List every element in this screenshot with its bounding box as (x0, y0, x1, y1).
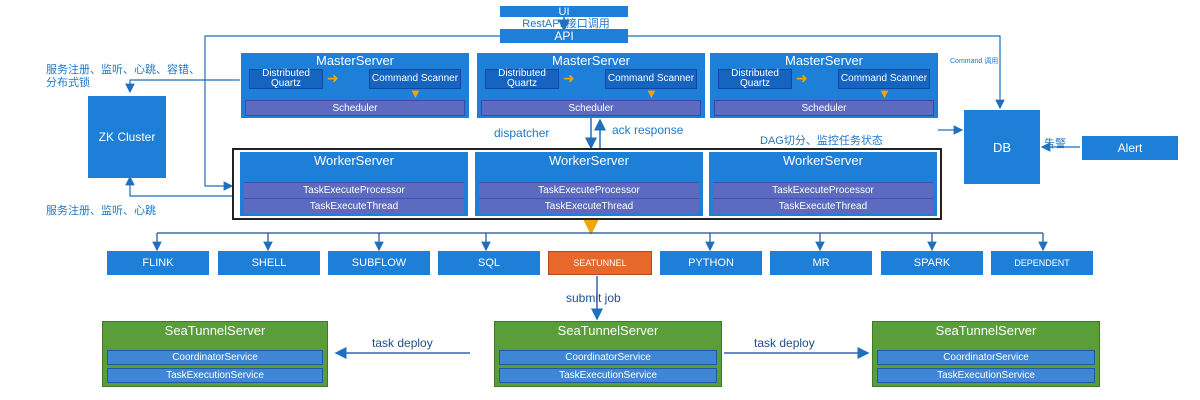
task-execute-thread: TaskExecuteThread (244, 198, 464, 214)
worker-server-title: WorkerServer (783, 153, 863, 168)
task-execute-processor: TaskExecuteProcessor (713, 182, 933, 198)
db-label: DB (992, 139, 1012, 155)
seatunnel-server-title: SeaTunnelServer (557, 323, 659, 338)
arrow-down-icon: ▼ (645, 86, 658, 101)
task-execute-processor: TaskExecuteProcessor (244, 182, 464, 198)
alarm-label: 告警 (1044, 138, 1066, 150)
distributed-quartz: Distributed Quartz (485, 69, 559, 89)
coordinator-service: CoordinatorService (499, 350, 717, 365)
seatunnel-server-title: SeaTunnelServer (164, 323, 266, 338)
distributed-quartz: Distributed Quartz (249, 69, 323, 89)
arrow-down-icon: ▼ (878, 86, 891, 101)
distributed-quartz: Distributed Quartz (718, 69, 792, 89)
alert-box: Alert (1082, 136, 1178, 160)
restapi-label: RestAPI/接口调用 (522, 18, 610, 30)
worker-server-1: WorkerServer TaskExecuteProcessor TaskEx… (240, 152, 468, 216)
submit-job-label: submit job (566, 291, 621, 305)
task-execution-service: TaskExecutionService (499, 368, 717, 383)
zk-cluster-label: ZK Cluster (98, 130, 156, 144)
api-label: API (554, 29, 574, 43)
task-deploy-label-right: task deploy (754, 336, 815, 350)
master-server-title: MasterServer (784, 53, 864, 68)
master-server-2: MasterServer Distributed Quartz ➜ Comman… (477, 53, 705, 118)
task-spark: SPARK (881, 251, 983, 275)
scheduler: Scheduler (714, 100, 934, 116)
ack-label: ack response (612, 123, 684, 137)
zk-note-top: 服务注册、监听、心跳、容错、分布式锁 (46, 64, 200, 89)
task-execute-processor: TaskExecuteProcessor (479, 182, 699, 198)
master-server-1: MasterServer Distributed Quartz ➜ Comman… (241, 53, 469, 118)
scheduler: Scheduler (245, 100, 465, 116)
master-server-3: MasterServer Distributed Quartz ➜ Comman… (710, 53, 938, 118)
worker-server-3: WorkerServer TaskExecuteProcessor TaskEx… (709, 152, 937, 216)
arrow-right-icon: ➜ (796, 70, 808, 86)
arrow-right-icon: ➜ (563, 70, 575, 86)
db-box: DB (964, 110, 1040, 184)
command-scanner: Command Scanner (838, 69, 930, 89)
worker-server-2: WorkerServer TaskExecuteProcessor TaskEx… (475, 152, 703, 216)
task-deploy-label-left: task deploy (372, 336, 433, 350)
command-note: Command 调用 (950, 58, 999, 65)
task-python: PYTHON (660, 251, 762, 275)
task-dependent: DEPENDENT (991, 251, 1093, 275)
coordinator-service: CoordinatorService (107, 350, 323, 365)
command-scanner: Command Scanner (369, 69, 461, 89)
worker-server-title: WorkerServer (549, 153, 629, 168)
zk-note-bottom: 服务注册、监听、心跳 (46, 205, 156, 217)
task-subflow: SUBFLOW (328, 251, 430, 275)
arrow-down-icon: ▼ (409, 86, 422, 101)
task-flink: FLINK (107, 251, 209, 275)
dag-label: DAG切分、监控任务状态 (760, 135, 883, 147)
task-execution-service: TaskExecutionService (877, 368, 1095, 383)
task-shell: SHELL (218, 251, 320, 275)
zk-cluster-box: ZK Cluster (88, 96, 166, 178)
task-sql: SQL (438, 251, 540, 275)
ui-label: UI (558, 5, 570, 18)
task-execution-service: TaskExecutionService (107, 368, 323, 383)
seatunnel-server-3: SeaTunnelServer CoordinatorService TaskE… (872, 321, 1100, 387)
task-mr: MR (770, 251, 872, 275)
worker-server-title: WorkerServer (314, 153, 394, 168)
seatunnel-server-title: SeaTunnelServer (935, 323, 1037, 338)
seatunnel-server-1: SeaTunnelServer CoordinatorService TaskE… (102, 321, 328, 387)
dispatcher-label: dispatcher (494, 126, 550, 140)
master-server-title: MasterServer (315, 53, 395, 68)
task-execute-thread: TaskExecuteThread (713, 198, 933, 214)
coordinator-service: CoordinatorService (877, 350, 1095, 365)
scheduler: Scheduler (481, 100, 701, 116)
alert-label: Alert (1117, 141, 1143, 155)
seatunnel-server-2: SeaTunnelServer CoordinatorService TaskE… (494, 321, 722, 387)
ui-box: UI (500, 5, 628, 18)
arrow-right-icon: ➜ (327, 70, 339, 86)
command-scanner: Command Scanner (605, 69, 697, 89)
task-execute-thread: TaskExecuteThread (479, 198, 699, 214)
task-seatunnel: SEATUNNEL (548, 251, 652, 275)
master-server-title: MasterServer (551, 53, 631, 68)
api-box: API (500, 29, 628, 43)
